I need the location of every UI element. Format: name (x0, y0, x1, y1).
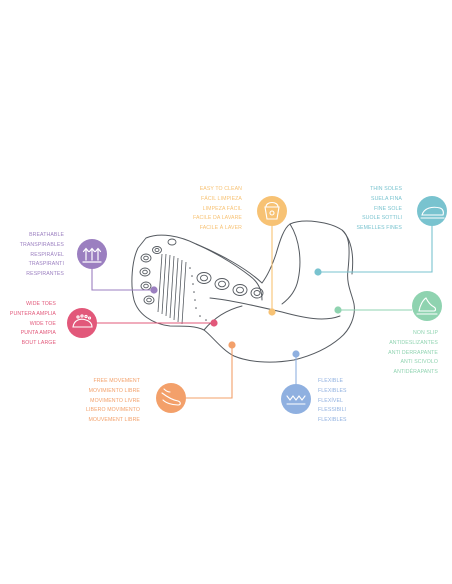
wide-toes-line: PUNTA AMPIA (20, 330, 56, 337)
breathable-line: RESPIRÁVEL (30, 251, 64, 258)
breathable-label: BREATHABLE TRANSPIRABLES RESPIRÁVEL TRAS… (10, 231, 64, 280)
dot-free-movement (228, 341, 236, 349)
wide-toes-line: WIDE TOE (29, 320, 56, 327)
flexible-line: FLEXÍVEL (318, 397, 344, 404)
easy-clean-line: LIMPEZA FÁCIL (202, 205, 242, 212)
shoe-outline (131, 220, 355, 363)
wide-toes-label: WIDE TOES PUNTERA AMPLIA WIDE TOE PUNTA … (0, 300, 56, 349)
non-slip-foot-icon (412, 291, 442, 321)
breathable-line: TRANSPIRABLES (19, 241, 64, 248)
free-movement-line: MOVIMIENTO LIBRE (88, 387, 140, 394)
foot-movement-icon (156, 383, 186, 413)
non-slip-line: ANTI DERRAPANTE (388, 349, 438, 356)
thin-sole-shoe-icon (417, 196, 447, 226)
breathable-line: BREATHABLE (29, 232, 64, 238)
breathable-arrows-icon (77, 239, 107, 269)
thin-soles-line: FINE SOLE (374, 205, 402, 212)
connector-breathable (91, 268, 154, 291)
non-slip-line: ANTIDÉRAPANTS (393, 369, 438, 376)
thin-soles-label: THIN SOLES SUELA FINA FINE SOLE SUOLE SO… (344, 185, 402, 234)
wide-toes-line: WIDE TOES (26, 301, 56, 307)
side-dots (189, 267, 207, 321)
flexible-line: FLEXIBLE (318, 378, 344, 384)
toe-grille (157, 253, 187, 325)
free-movement-line: FREE MOVEMENT (93, 378, 140, 384)
free-movement-label: FREE MOVEMENT MOVIMIENTO LIBRE MOVIMENTO… (80, 377, 140, 426)
dot-non-slip (334, 306, 342, 314)
free-movement-line: MOUVEMENT LIBRE (88, 417, 140, 424)
dot-breathable (150, 286, 158, 294)
flexible-label: FLEXIBLE FLEXIBLES FLEXÍVEL FLESSIBILI F… (318, 377, 368, 426)
non-slip-line: NON SLIP (412, 330, 438, 336)
shoe-collar (281, 223, 301, 305)
shoe-sole-curve (203, 305, 243, 331)
connector-free-movement (186, 345, 233, 399)
shoe-illustration (131, 220, 355, 363)
thin-soles-line: SUOLE SOTTILI (362, 215, 402, 222)
shoe-heel (341, 229, 354, 275)
wide-toes-line: PUNTERA AMPLIA (9, 310, 56, 317)
shoe-sole-line (209, 297, 341, 320)
dot-easy-clean (268, 308, 276, 316)
easy-clean-line: EASY TO CLEAN (199, 186, 242, 192)
thin-soles-line: THIN SOLES (370, 186, 402, 192)
free-movement-line: MOVIMENTO LIVRE (90, 397, 140, 404)
dot-wide-toes (210, 319, 218, 327)
non-slip-line: ANTIDESLIZANTES (389, 339, 438, 346)
easy-clean-label: EASY TO CLEAN FÁCIL LIMPIEZA LIMPEZA FÁC… (186, 185, 242, 234)
foot-toes-icon (67, 308, 97, 338)
wide-toes-line: BOUT LARGE (21, 340, 56, 347)
easy-clean-line: FACILE DA LAVARE (193, 215, 242, 222)
connector-end-dots (150, 268, 342, 358)
dot-thin-soles (314, 268, 322, 276)
connectors (91, 226, 433, 399)
thin-soles-line: SUELA FINA (371, 195, 402, 202)
flexible-line: FLESSIBILI (318, 407, 347, 414)
easy-clean-line: FACILE À LAVER (199, 225, 242, 232)
shoe-opening (195, 243, 263, 301)
breathable-line: RESPIRANTES (26, 271, 64, 278)
dot-flexible (292, 350, 300, 358)
easy-clean-line: FÁCIL LIMPIEZA (201, 195, 242, 202)
flexible-wave-icon (281, 384, 311, 414)
free-movement-line: LIBERO MOVIMENTO (86, 407, 140, 414)
connector-thin-soles (318, 226, 433, 273)
flexible-line: FLEXIBLES (318, 387, 347, 394)
flexible-line: FLEXIBLES (318, 417, 347, 424)
non-slip-label: NON SLIP ANTIDESLIZANTES ANTI DERRAPANTE… (372, 329, 438, 378)
thin-soles-line: SEMELLES FINES (356, 225, 402, 232)
breathable-line: TRASPIRANTI (28, 261, 64, 268)
bucket-clean-icon (257, 196, 287, 226)
non-slip-line: ANTI SCIVOLO (400, 359, 438, 366)
